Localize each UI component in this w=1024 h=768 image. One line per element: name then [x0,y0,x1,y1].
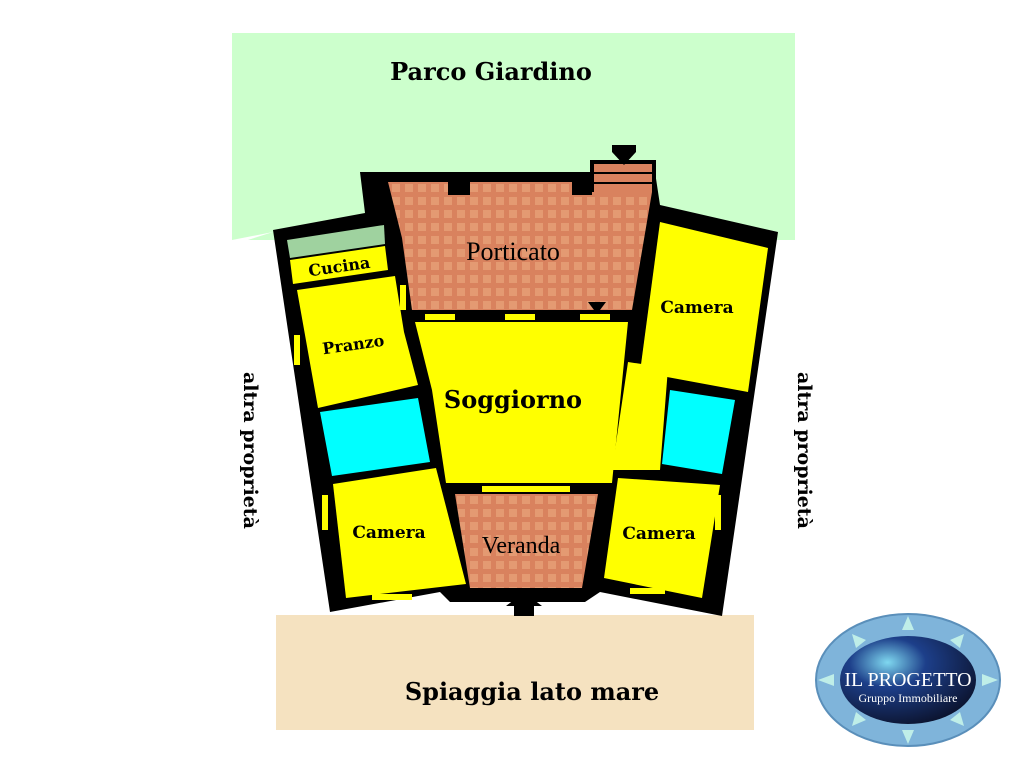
camera-right-bottom-label: Camera [622,524,695,544]
porticato-label: Porticato [466,237,560,266]
room-camera-right-bottom [604,478,720,598]
kitchen-counter [287,225,385,258]
room-camera-left [333,468,466,598]
room-camera-right-top [640,222,768,392]
camera-left-label: Camera [352,523,425,543]
room-soggiorno [415,322,628,483]
logo: IL PROGETTO Gruppo Immobiliare [815,613,1001,747]
room-pranzo [297,276,418,408]
logo-title: IL PROGETTO [844,669,971,691]
arrow-down-steps-icon [612,145,636,165]
camera-right-top-label: Camera [660,298,733,318]
veranda-label: Veranda [482,533,561,559]
side-left-label: altra proprietà [239,372,261,529]
arrow-up-entrance-icon [506,592,542,616]
windows [294,285,746,600]
bathroom-right [662,390,735,474]
garden-label: Parco Giardino [390,57,592,86]
beach-label: Spiaggia lato mare [405,677,659,706]
soggiorno-label: Soggiorno [444,385,582,414]
room-veranda [455,494,598,588]
arrow-down-porticato-icon [588,302,606,314]
bathroom-left [320,398,430,476]
beach-area [276,615,754,730]
hall-right [612,362,668,470]
room-porticato [388,182,652,310]
side-right-label: altra proprietà [793,372,815,529]
room-cucina [290,246,388,284]
logo-subtitle: Gruppo Immobiliare [859,691,958,705]
